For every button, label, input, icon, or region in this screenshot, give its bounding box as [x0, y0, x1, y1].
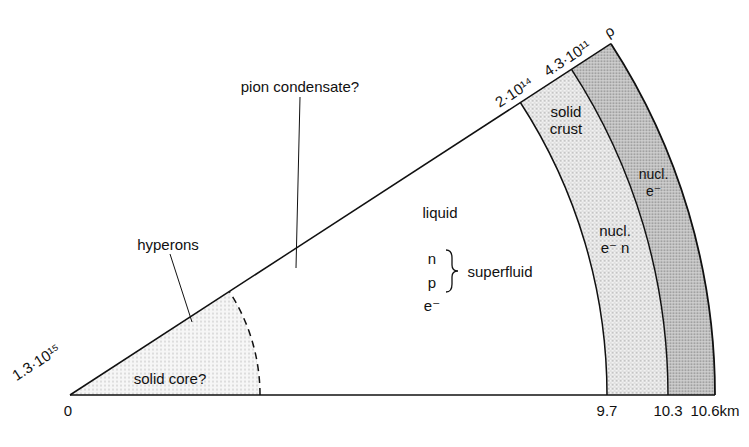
- region-label: solid crust: [550, 103, 583, 137]
- brace: [446, 250, 458, 292]
- core-boundary: [229, 292, 260, 395]
- callout-label: hyperons: [137, 236, 199, 253]
- radius-value: 10.3: [653, 402, 682, 419]
- radius-value: 9.7: [597, 402, 618, 419]
- composition-label: nucl. e⁻ n: [599, 222, 631, 256]
- density-value: 1.3·10¹⁵: [9, 340, 63, 384]
- phase-label: liquid: [422, 204, 457, 221]
- region-fill: [70, 292, 260, 395]
- outer-crust-band: nucl. e⁻: [572, 44, 715, 395]
- phase-label: superfluid: [467, 263, 532, 280]
- composition-label: nucl. e⁻: [639, 166, 669, 200]
- leader-line: [170, 254, 192, 322]
- region-shape: [572, 44, 715, 395]
- crust-boundary: [520, 103, 607, 395]
- region-label: solid core?: [134, 369, 207, 386]
- density-symbol: ρ: [600, 21, 616, 40]
- axis-line: [70, 44, 611, 395]
- callout-label: pion condensate?: [241, 78, 359, 95]
- region-fill: [572, 44, 715, 395]
- leader-line: [296, 97, 300, 268]
- particle-label: e⁻: [424, 297, 440, 314]
- particle-label: n: [428, 250, 436, 267]
- surface-arc: [611, 44, 715, 395]
- core-region: solid core?: [70, 292, 260, 395]
- radius-value: 10.6km: [690, 402, 739, 419]
- particle-label: p: [428, 274, 436, 291]
- radius-value: 0: [64, 402, 72, 419]
- axis-line: [70, 394, 715, 396]
- wedge-lines: [70, 44, 715, 395]
